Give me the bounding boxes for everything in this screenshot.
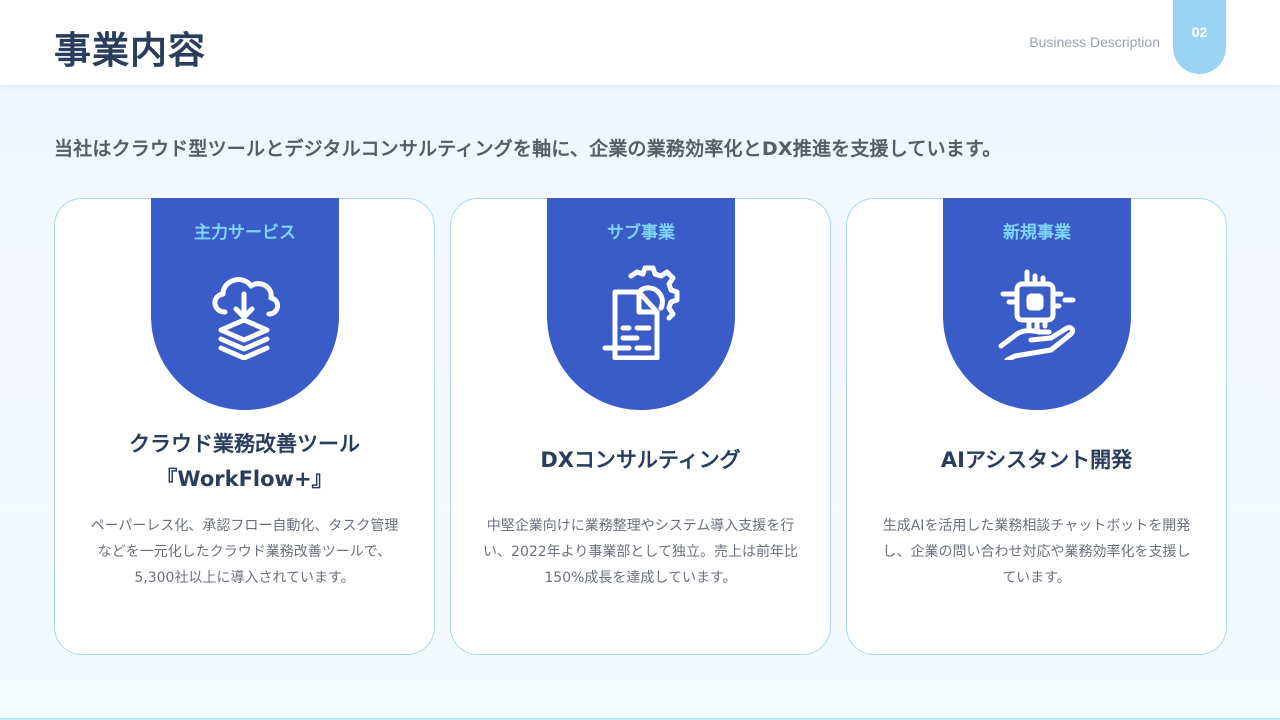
service-card-main: 主力サービス クラウド業務改善ツール 『WorkFlow+』 ペーパーレス化、承… — [54, 198, 435, 655]
card-badge: サブ事業 — [547, 198, 735, 410]
card-title-line1: クラウド業務改善ツール — [129, 432, 360, 456]
badge-label: 主力サービス — [194, 223, 296, 243]
hand-chip-icon — [998, 269, 1076, 360]
card-description: ペーパーレス化、承認フロー自動化、タスク管理などを一元化したクラウド業務改善ツー… — [90, 518, 399, 586]
service-card-sub: サブ事業 DXコンサルティング 中堅企業向けに業務整理やシステム導入支援を行い、… — [450, 198, 831, 655]
page-title: 事業内容 — [54, 29, 206, 72]
cloud-download-layers-icon — [212, 277, 280, 360]
card-description: 中堅企業向けに業務整理やシステム導入支援を行い、2022年より事業部として独立。… — [483, 518, 798, 586]
card-title-line2: 『WorkFlow+』 — [156, 467, 333, 491]
badge-label: サブ事業 — [607, 223, 675, 243]
section-label: Business Description — [1029, 34, 1160, 50]
intro-text: 当社はクラウド型ツールとデジタルコンサルティングを軸に、企業の業務効率化とDX推… — [54, 138, 1002, 160]
card-title: DXコンサルティング — [540, 448, 741, 472]
card-badge: 新規事業 — [943, 198, 1131, 410]
card-title: AIアシスタント開発 — [940, 448, 1133, 472]
card-description: 生成AIを活用した業務相談チャットボットを開発し、企業の問い合わせ対応や業務効率… — [882, 518, 1191, 586]
service-card-new: 新規事業 AIアシスタント開発 生成AIを活用した業務相談チャットボットを開発し… — [846, 198, 1227, 655]
header-bar: 事業内容 Business Description 02 — [0, 0, 1280, 85]
document-gear-icon — [602, 265, 680, 360]
footer-divider — [0, 718, 1280, 720]
badge-label: 新規事業 — [1003, 223, 1071, 243]
card-badge: 主力サービス — [151, 198, 339, 410]
page-number-badge: 02 — [1173, 0, 1226, 74]
